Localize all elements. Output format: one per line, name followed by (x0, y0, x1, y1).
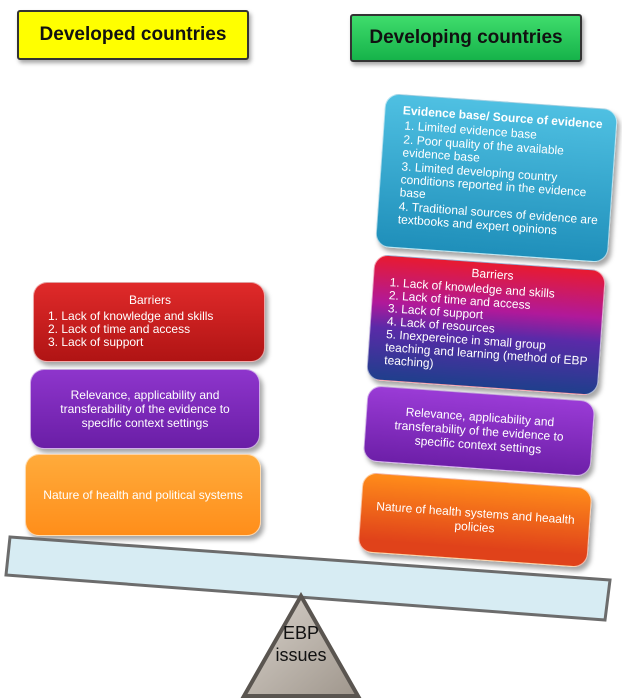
header-developing-countries: Developing countries (350, 14, 582, 62)
left-barriers-list: 1. Lack of knowledge and skills 2. Lack … (48, 310, 252, 349)
left-barriers-box: Barriers 1. Lack of knowledge and skills… (33, 282, 265, 362)
evidence-base-list: 1. Limited evidence base 2. Poor quality… (391, 118, 605, 240)
left-barrier-item: 2. Lack of time and access (48, 322, 191, 336)
right-relevance-box: Relevance, applicability and transferabi… (362, 385, 596, 477)
right-barriers-box: Barriers 1. Lack of knowledge and skills… (365, 254, 607, 396)
balance-beam (4, 535, 612, 622)
header-developed-countries: Developed countries (17, 10, 249, 60)
fulcrum-triangle (240, 592, 362, 698)
fulcrum-label: EBP issues (275, 623, 327, 665)
right-barriers-list: 1. Lack of knowledge and skills 2. Lack … (384, 275, 594, 381)
left-barrier-item: 1. Lack of knowledge and skills (48, 309, 214, 323)
evidence-base-box: Evidence base/ Source of evidence 1. Lim… (374, 93, 619, 263)
left-nature-box: Nature of health and political systems (25, 454, 261, 536)
left-relevance-box: Relevance, applicability and transferabi… (30, 369, 260, 449)
left-barrier-item: 3. Lack of support (48, 335, 144, 349)
left-barriers-title: Barriers (128, 293, 171, 307)
